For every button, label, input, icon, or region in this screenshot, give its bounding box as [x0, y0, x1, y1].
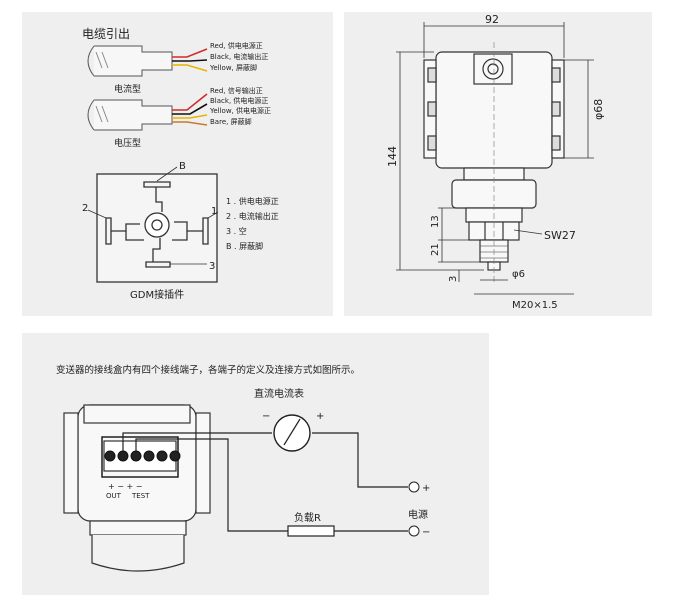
- voltage-wire-4: Bare, 屏蔽脚: [210, 117, 252, 126]
- voltage-wire-3: Yellow, 供电电源正: [209, 106, 271, 115]
- power-negative-terminal: [408, 525, 420, 537]
- load-resistor: [287, 525, 335, 537]
- load-label: 负载R: [294, 511, 321, 524]
- dim-width: 92: [485, 13, 499, 26]
- dim-diameter: φ68: [592, 99, 605, 120]
- gdm-pin-b: B: [179, 161, 186, 172]
- gdm-pin-3: 3: [209, 261, 215, 272]
- test-label: TEST: [131, 492, 150, 500]
- dim-13: 13: [430, 215, 441, 228]
- dim-thread: M20×1.5: [512, 300, 558, 311]
- cable-connector-panel: 电缆引出 Red, 供电电源正 Black, 电流输出正 Yellow, 屏蔽脚…: [22, 12, 333, 316]
- ammeter-minus: −: [262, 411, 270, 422]
- gdm-legend-1: 1 . 供电电源正: [226, 196, 279, 206]
- gdm-pin-2: 2: [82, 203, 88, 214]
- wiring-panel: 变送器的接线盒内有四个接线端子，各端子的定义及连接方式如图所示。 + − + −…: [22, 333, 489, 595]
- dim-3: 3: [448, 276, 459, 282]
- wiring-drawing: 变送器的接线盒内有四个接线端子，各端子的定义及连接方式如图所示。 + − + −…: [56, 364, 430, 572]
- gdm-caption: GDM接插件: [130, 288, 184, 301]
- voltage-wire-2: Black, 供电电源正: [210, 96, 268, 105]
- current-type-label: 电流型: [114, 83, 141, 95]
- transmitter-housing: [63, 404, 211, 572]
- circuit-wires: [122, 432, 408, 532]
- power-plus: +: [422, 483, 430, 494]
- cable-connector-drawing: 电缆引出 Red, 供电电源正 Black, 电流输出正 Yellow, 屏蔽脚…: [82, 27, 279, 301]
- terminal-signs: + − + −: [108, 482, 142, 491]
- dimension-panel: 92 144 φ68 SW27 13 21 3 φ6 M20×1.5: [344, 12, 652, 316]
- power-minus: −: [422, 527, 430, 538]
- current-wire-2: Black, 电流输出正: [210, 52, 268, 61]
- power-positive-terminal: [408, 481, 420, 493]
- dimension-lines: [396, 22, 594, 295]
- wiring-description: 变送器的接线盒内有四个接线端子，各端子的定义及连接方式如图所示。: [56, 364, 360, 376]
- dim-hex: SW27: [544, 229, 576, 242]
- voltage-type-cable: Red, 信号输出正 Black, 供电电源正 Yellow, 供电电源正 Ba…: [87, 86, 271, 149]
- ammeter: [273, 414, 311, 452]
- voltage-wire-1: Red, 信号输出正: [210, 86, 263, 95]
- gdm-legend-3: 3 . 空: [226, 226, 247, 236]
- gdm-connector: [87, 166, 219, 283]
- cable-title: 电缆引出: [82, 27, 130, 41]
- current-wire-3: Yellow, 屏蔽脚: [209, 63, 257, 72]
- dim-phi6: φ6: [512, 269, 525, 280]
- ammeter-plus: +: [316, 411, 324, 422]
- dim-height: 144: [386, 146, 399, 167]
- dimension-drawing: 92 144 φ68 SW27 13 21 3 φ6 M20×1.5: [386, 13, 605, 311]
- power-label: 电源: [408, 508, 428, 521]
- ammeter-label: 直流电流表: [254, 387, 304, 400]
- gdm-legend-4: B . 屏蔽脚: [226, 241, 263, 251]
- out-label: OUT: [106, 492, 122, 500]
- gdm-legend-2: 2 . 电流输出正: [226, 211, 279, 221]
- current-wire-1: Red, 供电电源正: [210, 41, 263, 50]
- dim-21: 21: [430, 243, 441, 256]
- voltage-type-label: 电压型: [114, 137, 141, 149]
- current-type-cable: Red, 供电电源正 Black, 电流输出正 Yellow, 屏蔽脚 电流型: [87, 41, 268, 95]
- gdm-pin-1: 1: [211, 206, 217, 217]
